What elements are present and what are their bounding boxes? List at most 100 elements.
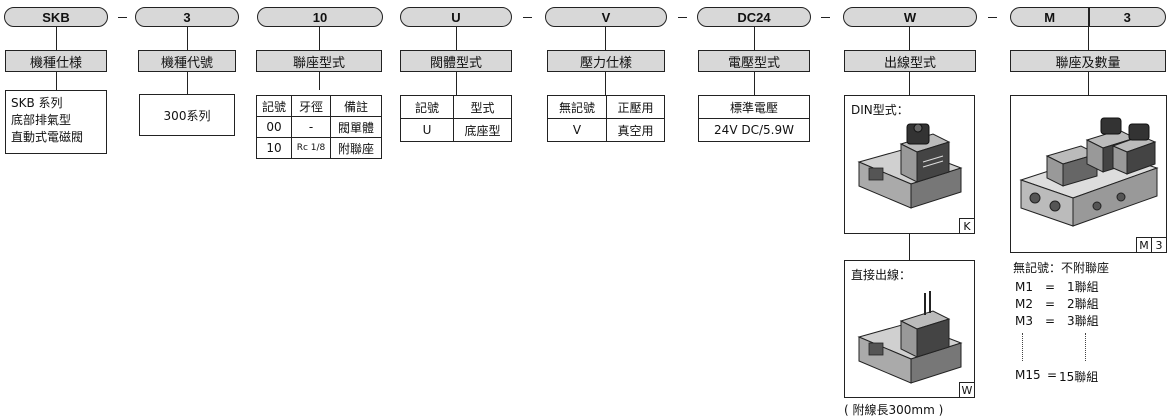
table-cell: - bbox=[291, 116, 331, 138]
connector-line bbox=[1088, 72, 1090, 95]
code-skb: SKB bbox=[4, 7, 108, 27]
direct-tag: W bbox=[959, 382, 975, 398]
manifold-code: M3 bbox=[1015, 314, 1033, 328]
code-m-number: 3 bbox=[1123, 9, 1131, 25]
series-line-2: 底部排氣型 bbox=[11, 113, 72, 127]
connector-line bbox=[187, 27, 189, 50]
table-cell: 附聯座 bbox=[330, 137, 382, 159]
connector-line bbox=[754, 27, 756, 50]
code-ports: 3 bbox=[135, 7, 239, 27]
table-header-row: 無記號 正壓用 bbox=[547, 95, 665, 119]
table-cell: 10 bbox=[256, 137, 292, 159]
series-line-1: SKB 系列 bbox=[11, 96, 63, 110]
manifold-tag-n: 3 bbox=[1151, 237, 1167, 253]
din-type-box: DIN型式： K bbox=[844, 95, 975, 234]
code-base: 10 bbox=[257, 7, 383, 27]
table-cell: 00 bbox=[256, 116, 292, 138]
table-cell: 真空用 bbox=[606, 118, 665, 142]
manifold-eq: = bbox=[1046, 368, 1058, 382]
manifold-qty: 2聯組 bbox=[1067, 297, 1099, 311]
table-header-row: 標準電壓 bbox=[698, 95, 810, 119]
connector-line bbox=[56, 72, 58, 90]
table-cell: 無記號 bbox=[547, 95, 607, 119]
table-row: U 底座型 bbox=[400, 118, 512, 142]
manifold-code: M15 bbox=[1015, 368, 1041, 382]
manifold-box: M 3 bbox=[1010, 95, 1167, 253]
connector-line bbox=[1088, 27, 1090, 50]
manifold-image bbox=[1019, 117, 1159, 227]
manifold-qty: 1聯組 bbox=[1067, 280, 1099, 294]
code-m-divider bbox=[1088, 7, 1090, 27]
table-cell: 底座型 bbox=[453, 118, 512, 142]
connector-line bbox=[187, 72, 189, 94]
model-description-box: 300系列 bbox=[139, 94, 235, 136]
connector-line bbox=[319, 27, 321, 50]
manifold-eq: = bbox=[1045, 297, 1056, 311]
connector-line bbox=[605, 27, 607, 50]
din-tag: K bbox=[959, 218, 975, 234]
manifold-code: M2 bbox=[1015, 297, 1033, 311]
table-cell: 標準電壓 bbox=[698, 95, 810, 119]
table-cell: U bbox=[400, 118, 454, 142]
table-cell: 閥單體 bbox=[330, 116, 382, 138]
table-row: 00 - 閥單體 bbox=[256, 116, 382, 138]
manifold-eq: = bbox=[1045, 280, 1056, 294]
table-cell: 正壓用 bbox=[606, 95, 665, 119]
separator-dash bbox=[118, 17, 127, 19]
manifold-tag-m: M bbox=[1136, 237, 1152, 253]
header-wire-type: 出線型式 bbox=[844, 50, 976, 72]
table-cell: 記號 bbox=[400, 95, 454, 119]
table-cell: 備註 bbox=[330, 95, 382, 117]
pressure-table: 無記號 正壓用 V 真空用 bbox=[547, 95, 665, 142]
manifold-code: M1 bbox=[1015, 280, 1033, 294]
direct-wire-box: 直接出線： W bbox=[844, 260, 975, 398]
series-line-3: 直動式電磁閥 bbox=[11, 130, 84, 144]
code-pressure: V bbox=[545, 7, 667, 27]
direct-valve-image bbox=[857, 291, 963, 384]
table-header-row: 記號 牙徑 備註 bbox=[256, 95, 382, 117]
connector-line bbox=[456, 72, 458, 95]
separator-dash bbox=[678, 17, 687, 19]
table-cell: 24V DC/5.9W bbox=[698, 118, 810, 142]
table-header-row: 記號 型式 bbox=[400, 95, 512, 119]
ellipsis-dots bbox=[1085, 333, 1087, 361]
connector-line bbox=[319, 72, 321, 90]
table-cell: 型式 bbox=[453, 95, 512, 119]
din-type-label: DIN型式： bbox=[851, 103, 909, 117]
connector-line bbox=[605, 72, 607, 95]
connector-line bbox=[754, 72, 756, 95]
din-valve-image bbox=[857, 123, 963, 209]
table-row: 10 Rc 1/8 附聯座 bbox=[256, 137, 382, 159]
connector-line bbox=[56, 27, 58, 50]
wire-length-note: ( 附線長300mm ) bbox=[844, 403, 944, 417]
manifold-eq: = bbox=[1045, 314, 1056, 328]
list-item: M15 = 15聯組 bbox=[1015, 368, 1098, 385]
direct-wire-label: 直接出線： bbox=[851, 268, 912, 282]
table-cell: V bbox=[547, 118, 607, 142]
code-body: U bbox=[400, 7, 512, 27]
manifold-none-label: 無記號：不附聯座 bbox=[1013, 261, 1110, 275]
header-series-spec: 機種仕様 bbox=[5, 50, 107, 72]
list-item: M1 = 1聯組 bbox=[1015, 279, 1099, 296]
manifold-qty-list: M1 = 1聯組 M2 = 2聯組 M3 = 3聯組 bbox=[1015, 279, 1099, 330]
code-wire: W bbox=[843, 7, 977, 27]
list-item: M2 = 2聯組 bbox=[1015, 296, 1099, 313]
manifold-qty: 15聯組 bbox=[1059, 370, 1099, 384]
connector-line bbox=[909, 72, 911, 95]
connector-line bbox=[909, 27, 911, 50]
separator-dash bbox=[821, 17, 830, 19]
connector-line bbox=[456, 27, 458, 50]
base-type-table: 記號 牙徑 備註 00 - 閥單體 10 Rc 1/8 附聯座 bbox=[256, 95, 382, 159]
list-item: M3 = 3聯組 bbox=[1015, 313, 1099, 330]
voltage-table: 標準電壓 24V DC/5.9W bbox=[698, 95, 810, 142]
header-voltage-type: 電壓型式 bbox=[698, 50, 810, 72]
header-body-type: 閥體型式 bbox=[400, 50, 512, 72]
header-base-type: 聯座型式 bbox=[256, 50, 382, 72]
manifold-qty: 3聯組 bbox=[1067, 314, 1099, 328]
table-cell: 牙徑 bbox=[291, 95, 331, 117]
header-pressure-spec: 壓力仕樣 bbox=[547, 50, 665, 72]
table-row: 24V DC/5.9W bbox=[698, 118, 810, 142]
body-type-table: 記號 型式 U 底座型 bbox=[400, 95, 512, 142]
header-manifold-qty: 聯座及數量 bbox=[1010, 50, 1166, 72]
separator-dash bbox=[988, 17, 997, 19]
